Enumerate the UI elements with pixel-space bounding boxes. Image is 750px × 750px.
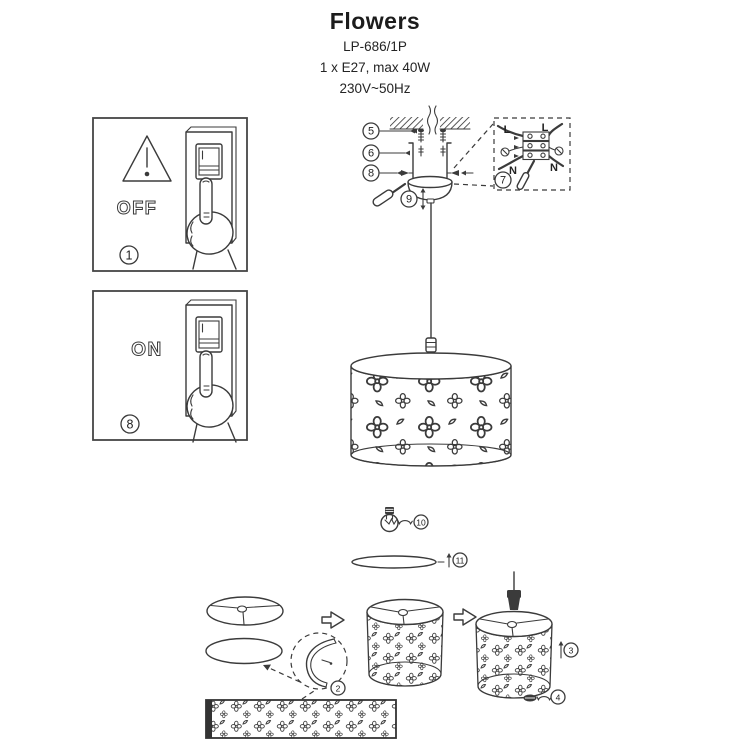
lampshade	[350, 352, 512, 467]
ground-screw-right	[548, 146, 564, 156]
supply-wire	[426, 105, 432, 135]
svg-text:6: 6	[368, 148, 374, 160]
rotate-arrow-icon-2	[536, 696, 552, 701]
live-wire-left	[496, 124, 525, 138]
model-number: LP-686/1P	[343, 39, 407, 54]
warning-triangle-icon	[122, 135, 172, 182]
rotate-arrow-icon	[397, 520, 413, 525]
off-label: OFF	[117, 198, 158, 218]
live-label-left: L	[504, 124, 511, 136]
canopy-bracket	[408, 142, 452, 183]
step-marker-roll-sheet: 2	[330, 680, 346, 696]
step-marker-canopy: 6	[362, 144, 380, 162]
svg-text:4: 4	[556, 693, 561, 703]
canopy-cup	[407, 175, 453, 204]
svg-text:7: 7	[500, 175, 506, 187]
thumb-screw-right	[446, 170, 474, 176]
terminal-block	[514, 131, 550, 161]
lamp-spec: 1 x E27, max 40W	[319, 59, 431, 75]
step-marker-fix-ring: 4	[550, 689, 566, 705]
neutral-wire-right	[547, 154, 565, 168]
neutral-label-right: N	[550, 162, 558, 174]
step-marker-power-off: 1	[119, 245, 139, 265]
svg-text:2: 2	[336, 684, 341, 694]
svg-text:8: 8	[368, 168, 374, 180]
wiring-detail-box: L L N N 7	[493, 117, 571, 191]
svg-text:1: 1	[126, 249, 133, 263]
up-arrow-icon-2	[558, 641, 564, 659]
leader-line	[301, 690, 315, 700]
neutral-wire-left	[497, 154, 525, 171]
svg-text:8: 8	[127, 418, 134, 432]
arrow-right-icon	[321, 611, 345, 629]
shade-ring	[205, 637, 283, 665]
ground-screw-left	[500, 146, 524, 157]
svg-text:5: 5	[368, 126, 374, 138]
drum-on-socket: 3 4	[475, 571, 579, 705]
power-spec: 230V~50Hz	[339, 80, 411, 96]
step-marker-connect-wires: 7	[494, 171, 512, 189]
screwdriver-icon	[372, 182, 407, 207]
assembly-sequence: 2 3	[205, 571, 579, 739]
bulb-row: 10 11	[351, 507, 468, 569]
screwdriver-icon-small	[516, 159, 536, 190]
step-marker-install-diffuser: 11	[452, 552, 468, 568]
thumb-screw-left	[401, 170, 414, 176]
diffuser-disc	[351, 555, 437, 569]
ceiling-mount-diagram: 5 6 8 9	[362, 105, 494, 210]
product-title: Flowers	[329, 8, 421, 34]
lamp-socket	[507, 590, 521, 610]
step-marker-adjust-height: 9	[400, 190, 418, 208]
panel-power-off: OFF 1	[92, 117, 248, 272]
height-adjust-arrow	[420, 188, 426, 210]
step-marker-side-screws: 8	[362, 164, 380, 182]
svg-text:11: 11	[456, 556, 465, 566]
drum-shade-assembled	[366, 598, 444, 687]
step-marker-power-on: 8	[120, 414, 140, 434]
mounting-screw	[417, 128, 447, 143]
svg-text:9: 9	[406, 194, 412, 206]
step-marker-lift-shade: 3	[563, 642, 579, 658]
spider-ring	[206, 596, 284, 626]
arrow-right-icon-2	[453, 608, 477, 626]
ceiling	[390, 117, 423, 129]
live-wire-right	[547, 122, 564, 137]
cord-connector	[425, 337, 437, 353]
step-marker-install-bulb: 10	[413, 514, 429, 530]
flower-banner	[205, 699, 397, 739]
rolled-sheet-detail: 2	[290, 632, 348, 696]
callout-lines	[453, 123, 494, 187]
on-label: ON	[131, 340, 163, 361]
svg-text:3: 3	[569, 646, 574, 656]
bulb-icon	[380, 507, 399, 533]
header: Flowers LP-686/1P 1 x E27, max 40W 230V~…	[0, 8, 750, 97]
pendant-lamp	[350, 202, 512, 467]
neutral-label-left: N	[509, 165, 517, 177]
step-marker-ceiling-screws: 5	[362, 122, 380, 140]
svg-text:10: 10	[416, 518, 426, 528]
panel-power-on: ON 8	[92, 290, 248, 443]
live-label-right: L	[542, 122, 549, 134]
up-arrow-icon	[446, 553, 452, 568]
